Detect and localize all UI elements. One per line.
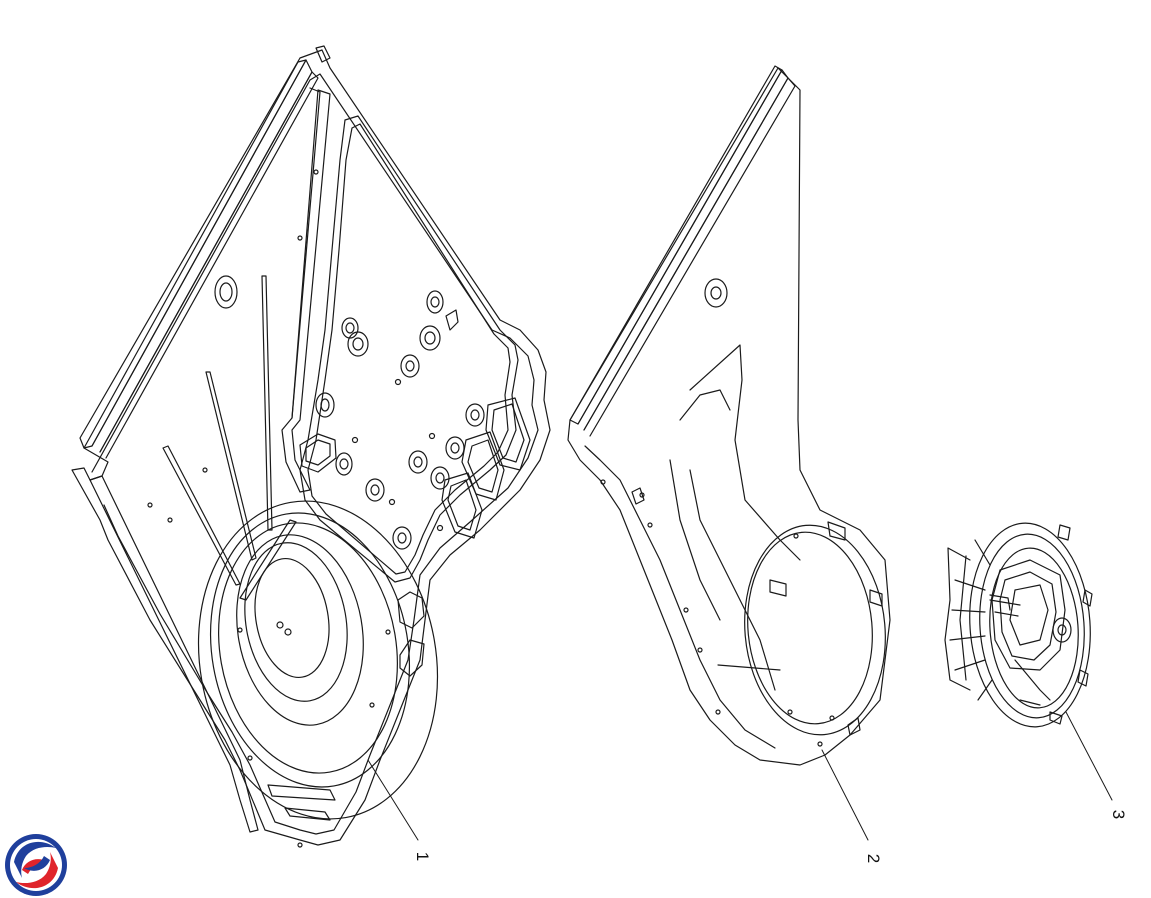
part-2-fan-cover: [567, 65, 891, 766]
leader-line-2: [821, 749, 869, 841]
swirl-logo-icon: [5, 834, 67, 896]
callout-label-1: 1: [413, 851, 433, 862]
part-1-bosses: [315, 290, 485, 550]
leader-line-1: [367, 759, 419, 841]
part-3-fan-motor: [944, 522, 1093, 728]
callout-label-3: 3: [1109, 809, 1129, 820]
leader-line-3: [1065, 711, 1113, 801]
part-1-back-panel: [71, 45, 551, 848]
callout-label-2: 2: [864, 853, 884, 864]
